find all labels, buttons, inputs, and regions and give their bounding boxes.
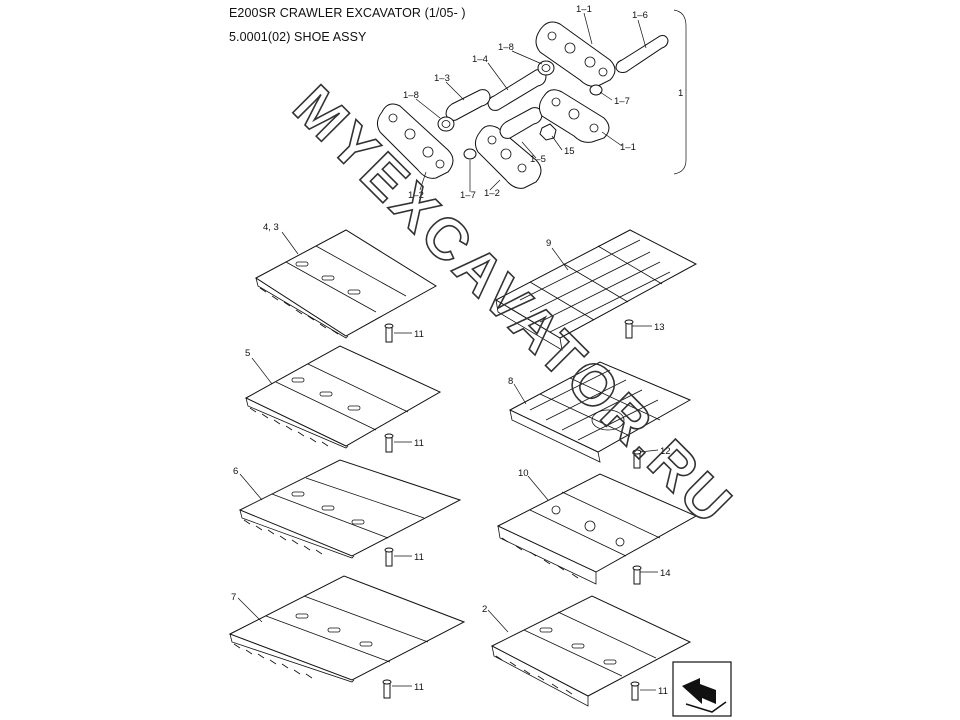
callout-7: 7: [231, 592, 236, 603]
spacer-1-7-lower: [463, 148, 477, 160]
bolt-11-b: [384, 433, 394, 453]
callout-2: 2: [482, 604, 487, 615]
link-1-2-left: [376, 103, 454, 179]
callout-8: 8: [508, 376, 513, 387]
callout-1-4: 1–4: [472, 54, 488, 65]
bolt-14: [632, 565, 642, 585]
callout-11-b: 11: [414, 438, 424, 449]
shoe-5: [244, 345, 442, 449]
callout-15: 15: [564, 146, 575, 157]
page-turn-arrow-icon[interactable]: [672, 661, 732, 717]
bolt-11-c: [384, 547, 394, 567]
callout-13: 13: [654, 322, 665, 333]
track-link-assembly: [376, 9, 687, 189]
callout-11-c: 11: [414, 552, 424, 563]
callout-1-3: 1–3: [434, 73, 450, 84]
shoe-7: [228, 575, 466, 683]
shoe-4-3: [255, 229, 437, 339]
shoe-10: [496, 473, 698, 585]
diagram-subtitle: 5.0001(02) SHOE ASSY: [229, 30, 367, 44]
callout-5: 5: [245, 348, 250, 359]
link-1-1-lower: [538, 89, 610, 143]
callout-14: 14: [660, 568, 671, 579]
callout-1: 1: [678, 88, 683, 99]
callout-1-6: 1–6: [632, 10, 648, 21]
leader-lines: [237, 12, 659, 691]
seal-1-8-lower: [437, 116, 455, 132]
callout-6: 6: [233, 466, 238, 477]
shoe-2: [490, 595, 692, 707]
link-1-2-middle: [474, 125, 542, 189]
bushing-1-4: [487, 69, 547, 111]
link-1-1-upper: [535, 21, 616, 87]
callout-11-e: 11: [658, 686, 668, 697]
callout-4-3: 4, 3: [263, 222, 279, 233]
bolt-12: [632, 449, 642, 469]
callout-9: 9: [546, 238, 551, 249]
shoe-6: [238, 459, 462, 559]
bolt-11-d: [382, 679, 392, 699]
shoe-9: [494, 229, 698, 351]
assembly-bracket: [673, 9, 687, 175]
seal-1-8-upper: [537, 60, 555, 76]
bolt-13: [624, 319, 634, 339]
shoe-8: [508, 361, 692, 463]
bushing-1-5: [499, 107, 543, 139]
callout-11-d: 11: [414, 682, 424, 693]
callout-1-7-upper: 1–7: [614, 96, 630, 107]
callout-12: 12: [660, 446, 671, 457]
callout-1-5: 1–5: [530, 154, 546, 165]
bolt-11-a: [384, 323, 394, 343]
callout-1-2-middle: 1–2: [484, 188, 500, 199]
callout-1-2-left: 1–2: [408, 190, 424, 201]
diagram-title: E200SR CRAWLER EXCAVATOR (1/05- ): [229, 6, 466, 20]
callout-1-1-upper: 1–1: [576, 4, 592, 15]
bolt-11-e: [630, 681, 640, 701]
callout-10: 10: [518, 468, 529, 479]
bushing-1-3: [445, 89, 491, 121]
callout-11-a: 11: [414, 329, 424, 340]
callout-1-1-lower: 1–1: [620, 142, 636, 153]
callout-1-7-lower: 1–7: [460, 190, 476, 201]
callout-1-8-upper: 1–8: [498, 42, 514, 53]
nut-15: [539, 123, 557, 141]
spacer-1-7-upper: [589, 84, 603, 96]
pin-1-6: [615, 35, 669, 73]
callout-1-8-lower: 1–8: [403, 90, 419, 101]
